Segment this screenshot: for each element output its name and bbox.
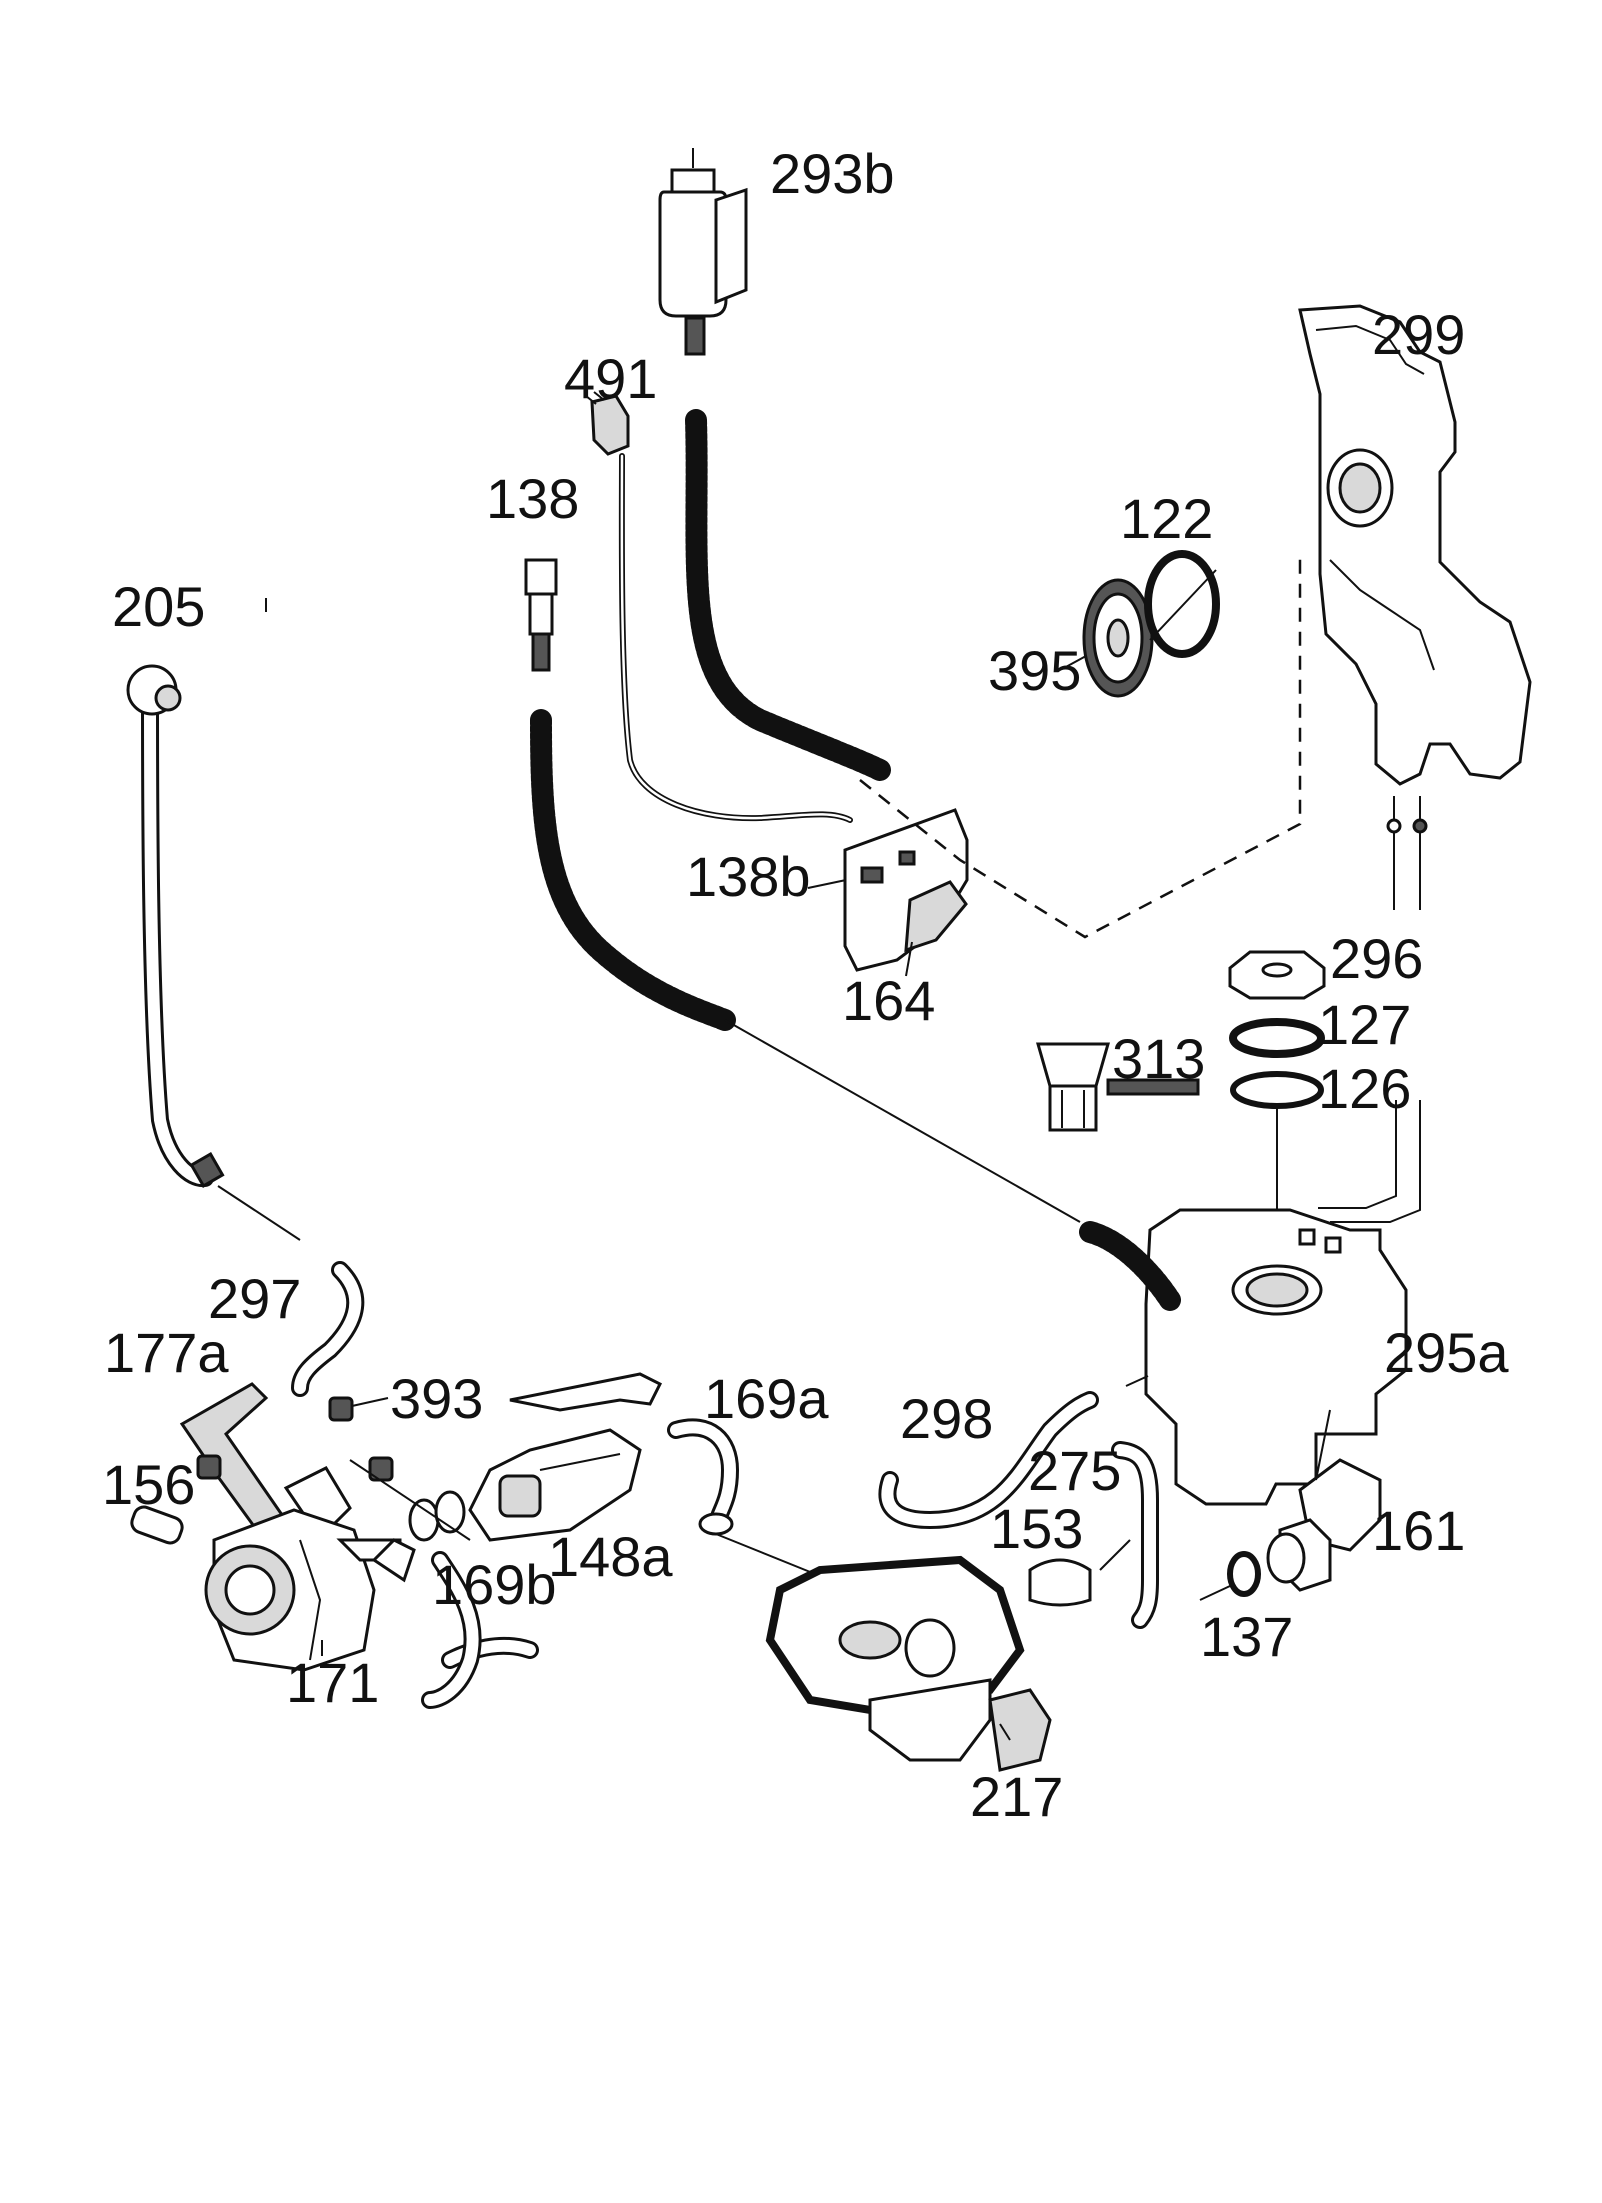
label-169a: 169a bbox=[704, 1367, 829, 1430]
label-156: 156 bbox=[102, 1453, 195, 1516]
part-299-water-panel bbox=[1298, 304, 1532, 910]
part-171-pump bbox=[204, 1508, 416, 1672]
label-395: 395 bbox=[988, 639, 1081, 702]
part-275-tube bbox=[1099, 1441, 1159, 1629]
label-177a: 177a bbox=[104, 1321, 229, 1384]
label-126: 126 bbox=[1318, 1057, 1411, 1120]
part-126-gasket bbox=[1230, 1071, 1324, 1250]
part-153-air-break bbox=[1028, 1558, 1092, 1607]
part-205-spray-pipe bbox=[126, 598, 301, 1241]
label-297: 297 bbox=[208, 1267, 301, 1330]
label-169b: 169b bbox=[432, 1553, 557, 1616]
part-393-clips bbox=[196, 1396, 394, 1482]
label-138: 138 bbox=[486, 467, 579, 530]
part-127-ring bbox=[1229, 1018, 1325, 1058]
part-298-hose bbox=[878, 1391, 1099, 1530]
part-296-cap bbox=[1228, 950, 1326, 1000]
label-164: 164 bbox=[842, 969, 935, 1032]
label-161: 161 bbox=[1372, 1499, 1465, 1562]
part-297-hose bbox=[291, 1261, 365, 1397]
label-491: 491 bbox=[564, 347, 657, 410]
label-137: 137 bbox=[1200, 1605, 1293, 1668]
label-313: 313 bbox=[1112, 1027, 1205, 1090]
part-169b-hose bbox=[349, 1459, 539, 1709]
label-217: 217 bbox=[970, 1765, 1063, 1828]
label-295a: 295a bbox=[1384, 1321, 1509, 1384]
part-295a-softener bbox=[1079, 1100, 1421, 1506]
part-217-sump bbox=[765, 1555, 1052, 1772]
part-137-seal bbox=[1199, 1551, 1261, 1601]
part-122-gasket bbox=[1144, 550, 1220, 658]
label-148a: 148a bbox=[548, 1525, 673, 1588]
label-138b: 138b bbox=[686, 845, 811, 908]
label-393: 393 bbox=[390, 1367, 483, 1430]
label-205: 205 bbox=[112, 575, 205, 638]
part-293b-inlet-valve bbox=[658, 148, 891, 781]
part-138b-control-board bbox=[807, 808, 969, 977]
part-313-salt-funnel bbox=[1036, 1042, 1200, 1132]
label-275: 275 bbox=[1028, 1439, 1121, 1502]
label-127: 127 bbox=[1318, 993, 1411, 1056]
connection-dashed-line bbox=[859, 550, 1302, 939]
label-298: 298 bbox=[900, 1387, 993, 1450]
label-122: 122 bbox=[1120, 487, 1213, 550]
label-299: 299 bbox=[1372, 303, 1465, 366]
label-296: 296 bbox=[1330, 927, 1423, 990]
label-293b: 293b bbox=[770, 142, 895, 205]
label-171: 171 bbox=[286, 1651, 379, 1714]
part-156-sensor bbox=[130, 1505, 184, 1545]
part-491-mains-cable bbox=[585, 391, 853, 823]
part-169a-elbow bbox=[667, 1418, 831, 1581]
label-153: 153 bbox=[990, 1497, 1083, 1560]
part-161-drain-pump bbox=[1266, 1409, 1382, 1592]
part-138-drain-hose bbox=[524, 558, 1081, 1223]
part-148a-heater bbox=[468, 1372, 663, 1542]
